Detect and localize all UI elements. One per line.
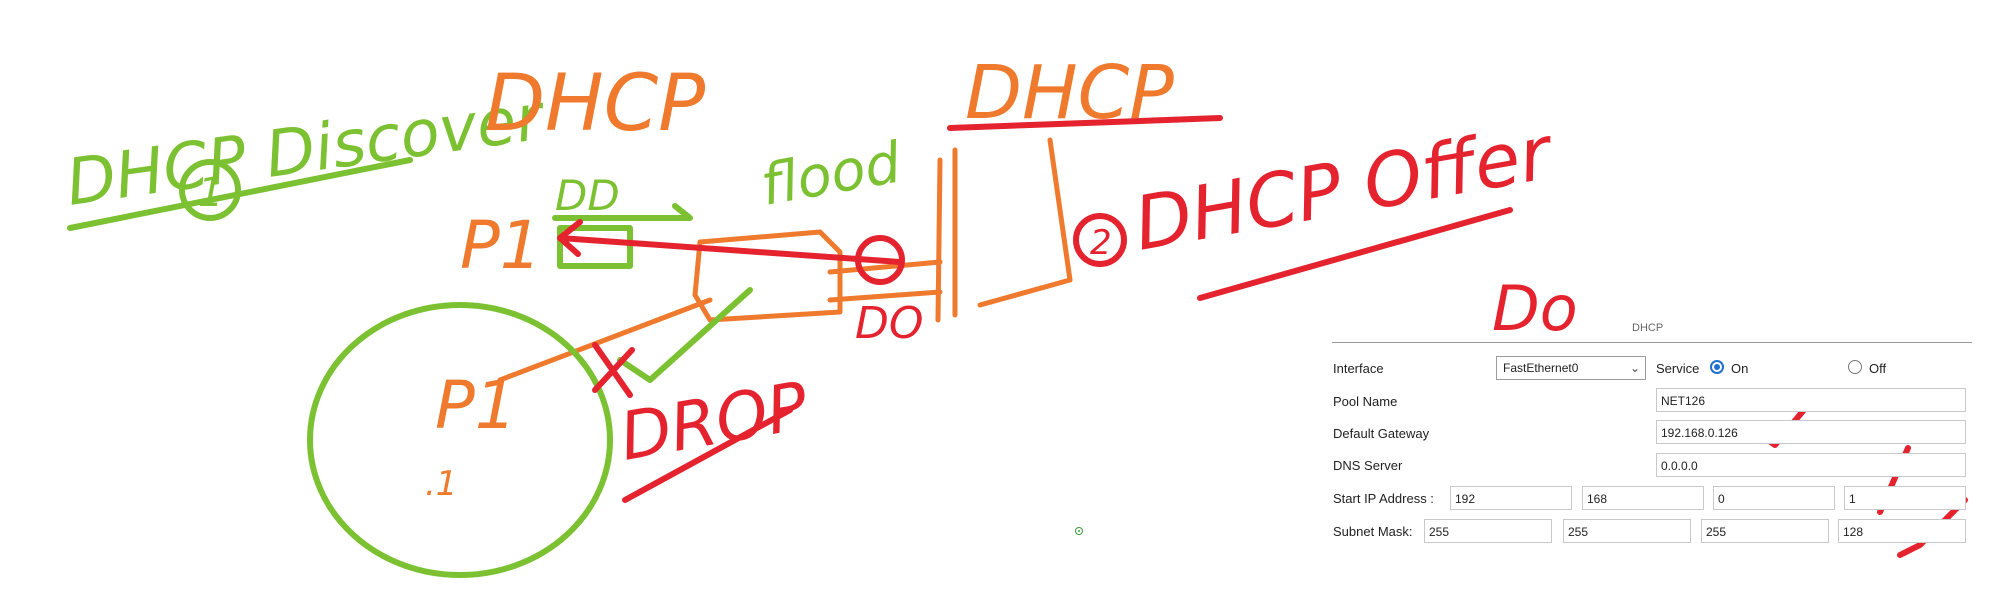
drop-label: DROP xyxy=(614,367,813,476)
offer-underline xyxy=(1197,207,1513,301)
pool-name-label: Pool Name xyxy=(1333,394,1398,409)
pc2-link xyxy=(497,297,713,383)
do-small-label: DO xyxy=(855,298,924,349)
subnet-mask-label: Subnet Mask: xyxy=(1333,524,1413,539)
red-underline-dhcp xyxy=(947,115,1223,131)
offer-number-circle xyxy=(1073,213,1127,267)
chevron-down-icon: ⌄ xyxy=(1629,361,1640,375)
dhcp-config-panel: DHCP Interface FastEthernet0 ⌄ Service O… xyxy=(1332,300,1972,550)
default-gateway-field[interactable]: 192.168.0.126 xyxy=(1656,420,1966,444)
pool-name-field[interactable]: NET126 xyxy=(1656,388,1966,412)
dns-server-label: DNS Server xyxy=(1333,458,1403,473)
big-do-label: Do xyxy=(1492,272,1578,345)
service-label: Service xyxy=(1656,361,1700,376)
service-on-radio[interactable] xyxy=(1710,360,1724,374)
offer-number: 2 xyxy=(1090,223,1112,263)
drop-x-mark xyxy=(592,342,635,398)
subnet-check xyxy=(1897,497,1968,558)
green-number-circle xyxy=(179,159,241,221)
pc1-label: P1 xyxy=(460,207,542,284)
subnet-mask-octet-2[interactable]: 255 xyxy=(1563,519,1691,543)
default-gateway-label: Default Gateway xyxy=(1333,426,1430,441)
switch-shape xyxy=(692,229,843,323)
dd-box xyxy=(557,225,633,269)
green-discover-title: DHCP Discover xyxy=(62,80,551,221)
panel-divider xyxy=(1332,342,1972,343)
green-number: 1 xyxy=(198,170,223,216)
dns-server-field[interactable]: 0.0.0.0 xyxy=(1656,453,1966,477)
offer-arrow xyxy=(557,219,903,265)
drop-underline xyxy=(622,407,793,503)
dhcp-panel-title: DHCP xyxy=(1632,322,1664,334)
interface-select-value: FastEthernet0 xyxy=(1503,361,1579,375)
orange-dhcp-title-left: DHCP xyxy=(485,59,705,149)
switch-lines xyxy=(827,259,943,303)
start-ip-octet-3[interactable]: 0 xyxy=(1713,486,1835,510)
interface-select[interactable]: FastEthernet0 ⌄ xyxy=(1496,356,1646,380)
red-number-circle xyxy=(855,235,905,285)
start-ip-octet-1[interactable]: 192 xyxy=(1450,486,1572,510)
cursor-icon xyxy=(1075,527,1083,535)
service-on-label: On xyxy=(1731,361,1749,376)
dd-arrow xyxy=(552,203,693,221)
server-left-edge xyxy=(935,147,958,323)
server-right-edge xyxy=(977,137,1073,308)
service-off-label: Off xyxy=(1869,361,1887,376)
service-off-radio[interactable] xyxy=(1848,360,1862,374)
interface-label: Interface xyxy=(1333,361,1384,376)
dd-label: DD xyxy=(555,171,620,220)
green-return-arrow xyxy=(617,287,753,383)
flood-label: flood xyxy=(756,130,906,218)
host-suffix: .1 xyxy=(425,464,457,504)
start-ip-octet-2[interactable]: 168 xyxy=(1582,486,1704,510)
subnet-mask-octet-4[interactable]: 128 xyxy=(1838,519,1966,543)
host-circle xyxy=(307,302,613,578)
start-ip-label: Start IP Address : xyxy=(1333,491,1434,506)
subnet-mask-octet-1[interactable]: 255 xyxy=(1424,519,1552,543)
start-ip-octet-4[interactable]: 1 xyxy=(1844,486,1966,510)
offer-label: DHCP Offer xyxy=(1128,109,1561,267)
subnet-mask-octet-3[interactable]: 255 xyxy=(1701,519,1829,543)
